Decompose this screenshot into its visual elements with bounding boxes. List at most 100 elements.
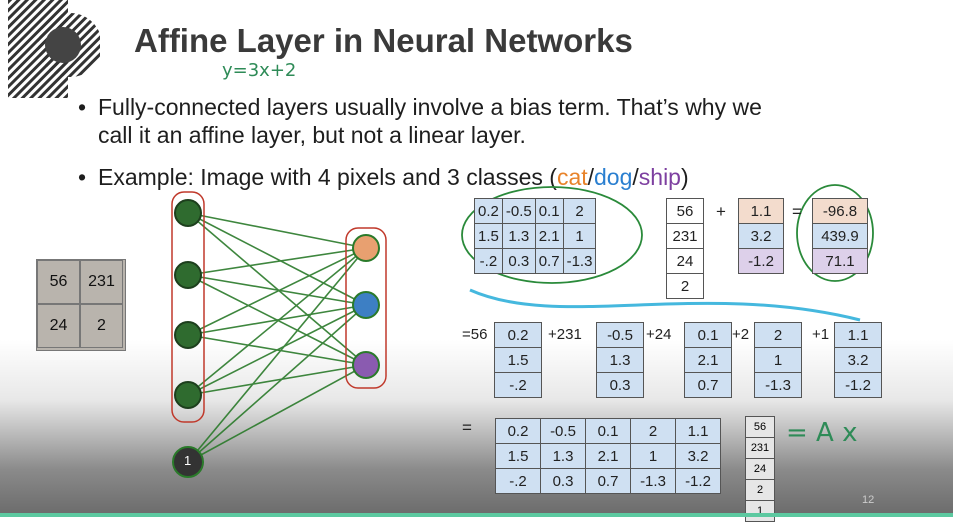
- expansion-cell: -1.3: [754, 372, 802, 398]
- expansion-term: +1: [812, 326, 830, 343]
- plus-sign: +: [716, 202, 726, 221]
- bias-vector: 1.1 3.2 -1.2: [738, 198, 784, 274]
- expansion-cell: 1.5: [494, 347, 542, 373]
- bullet-1-line2: call it an affine layer, but not a linea…: [98, 122, 526, 148]
- a-cell: 1.5: [495, 443, 541, 469]
- pixel-cell: 2: [80, 304, 123, 348]
- input-node: [174, 381, 202, 409]
- ax-cell: 24: [745, 458, 775, 480]
- expansion-cell: 0.2: [494, 322, 542, 348]
- pixel-cell: 231: [80, 260, 123, 304]
- w-cell: -0.5: [501, 198, 536, 224]
- bullet-1-line1: Fully-connected layers usually involve a…: [98, 94, 762, 120]
- r-cell: 71.1: [812, 248, 868, 274]
- w-cell: -1.3: [562, 248, 597, 274]
- equals-sign: =: [792, 202, 802, 221]
- result-vector: -96.8 439.9 71.1: [812, 198, 868, 274]
- output-node-cat: [352, 234, 380, 262]
- class-dog: dog: [594, 164, 633, 190]
- bullet-2-prefix: Example: Image with 4 pixels and 3 class…: [98, 164, 557, 190]
- b-cell: 3.2: [738, 223, 784, 249]
- x-vector: 56 231 24 2: [666, 198, 704, 299]
- input-node: [174, 199, 202, 227]
- page-number: 12: [862, 494, 875, 506]
- w-cell: 2.1: [534, 223, 564, 249]
- bullet-1: •Fully-connected layers usually involve …: [78, 94, 762, 148]
- bias-node: [172, 446, 204, 478]
- ax-cell: 2: [745, 479, 775, 501]
- expansion-term: +231: [548, 326, 582, 343]
- augmented-x-vector: 56 231 24 2 1: [745, 416, 775, 522]
- a-cell: 1.3: [540, 443, 586, 469]
- bullet-2-suffix: ): [680, 164, 689, 190]
- input-image: 56 231 24 2: [36, 259, 126, 351]
- class-ship: ship: [638, 164, 681, 190]
- a-cell: 0.1: [585, 418, 631, 444]
- a-cell: -1.2: [675, 468, 721, 494]
- expansion-cell: -0.5: [596, 322, 644, 348]
- slide-title: Affine Layer in Neural Networks: [134, 22, 633, 59]
- bottom-accent-bar: [0, 513, 953, 517]
- expansion-cell: 0.3: [596, 372, 644, 398]
- w-cell: -.2: [474, 248, 503, 274]
- expansion-cell: 1: [754, 347, 802, 373]
- expansion-term: +24: [646, 326, 672, 343]
- a-cell: -1.3: [630, 468, 676, 494]
- a-cell: 3.2: [675, 443, 721, 469]
- x-cell: 2: [666, 273, 704, 299]
- a-cell: 2.1: [585, 443, 631, 469]
- ax-cell: 231: [745, 437, 775, 459]
- pixel-cell: 24: [37, 304, 80, 348]
- ax-cell: 1: [745, 500, 775, 522]
- expansion-cell: 0.7: [684, 372, 732, 398]
- expansion-cell: 2.1: [684, 347, 732, 373]
- x-cell: 231: [666, 223, 704, 249]
- expansion-cell: 2: [754, 322, 802, 348]
- b-cell: 1.1: [738, 198, 784, 224]
- handwritten-ax: = A x: [786, 418, 858, 448]
- input-node: [174, 321, 202, 349]
- expansion-cell: 3.2: [834, 347, 882, 373]
- expansion-cell: -.2: [494, 372, 542, 398]
- expansion-cell: 1.3: [596, 347, 644, 373]
- output-node-dog: [352, 291, 380, 319]
- expansion-cell: 1.1: [834, 322, 882, 348]
- handwritten-equation: y=3x+2: [222, 60, 297, 81]
- pixel-cell: 56: [37, 260, 80, 304]
- a-cell: 0.3: [540, 468, 586, 494]
- a-cell: 1.1: [675, 418, 721, 444]
- expansion-cell: -1.2: [834, 372, 882, 398]
- w-cell: 2: [562, 198, 597, 224]
- w-cell: 0.7: [534, 248, 564, 274]
- b-cell: -1.2: [738, 248, 784, 274]
- a-cell: 1: [630, 443, 676, 469]
- w-cell: 1.5: [474, 223, 503, 249]
- expansion-cell: 0.1: [684, 322, 732, 348]
- input-node: [174, 261, 202, 289]
- a-cell: 0.2: [495, 418, 541, 444]
- r-cell: 439.9: [812, 223, 868, 249]
- w-cell: 1.3: [501, 223, 536, 249]
- combined-equals: =: [462, 418, 472, 437]
- expansion-term: +2: [732, 326, 750, 343]
- a-cell: -.2: [495, 468, 541, 494]
- r-cell: -96.8: [812, 198, 868, 224]
- a-cell: 2: [630, 418, 676, 444]
- bullet-2: •Example: Image with 4 pixels and 3 clas…: [78, 164, 689, 190]
- w-cell: 0.3: [501, 248, 536, 274]
- logo-icon: [8, 0, 100, 98]
- w-cell: 1: [562, 223, 597, 249]
- ax-cell: 56: [745, 416, 775, 438]
- a-cell: 0.7: [585, 468, 631, 494]
- x-cell: 24: [666, 248, 704, 274]
- bias-node-label: 1: [184, 453, 192, 468]
